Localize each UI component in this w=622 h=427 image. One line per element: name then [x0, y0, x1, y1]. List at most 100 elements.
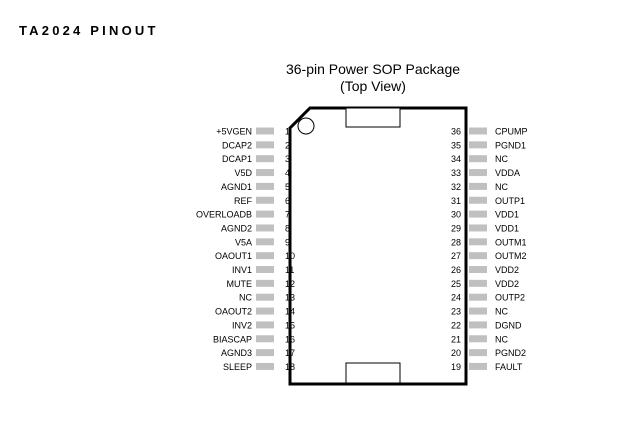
pin-lead	[469, 293, 487, 301]
pin-name: INV2	[232, 320, 252, 330]
pin-name: AGND3	[221, 348, 252, 358]
pin-number: 9	[285, 237, 290, 247]
pin-lead	[256, 127, 274, 135]
pin-name: NC	[495, 154, 508, 164]
pin-name: VDDA	[495, 168, 520, 178]
pin-number: 22	[451, 320, 461, 330]
pin-number: 10	[285, 251, 295, 261]
pin-lead	[469, 266, 487, 273]
pin-lead	[256, 362, 274, 370]
pin-name: OUTP1	[495, 196, 525, 206]
page-title: TA2024 PINOUT	[19, 23, 159, 38]
pin-lead	[256, 279, 274, 287]
pin-number: 33	[451, 168, 461, 178]
pin-lead	[469, 155, 487, 163]
pin-number: 17	[285, 348, 295, 358]
pin-number: 15	[285, 320, 295, 330]
pin-lead	[256, 238, 274, 246]
pin-number: 26	[451, 265, 461, 275]
pin-number: 14	[285, 307, 295, 317]
pin-name: OAOUT2	[215, 307, 252, 317]
pin-number: 20	[451, 348, 461, 358]
pin-name: MUTE	[227, 279, 253, 289]
pin-name: PGND2	[495, 348, 526, 358]
package-title: 36-pin Power SOP Package	[285, 61, 461, 77]
pin-number: 4	[285, 168, 290, 178]
pin-lead	[469, 252, 487, 260]
pin-lead	[469, 169, 487, 177]
pin-name: NC	[495, 334, 508, 344]
pin-name: BIASCAP	[213, 334, 252, 344]
pin-name: REF	[234, 196, 253, 206]
pin-lead	[256, 293, 274, 301]
pin-number: 16	[285, 334, 295, 344]
pin-name: V5A	[235, 237, 252, 247]
pin-name: AGND2	[221, 223, 252, 233]
pin-name: PGND1	[495, 140, 526, 150]
pin-number: 8	[285, 223, 290, 233]
pin-number: 27	[451, 251, 461, 261]
pin-lead	[469, 279, 487, 287]
pin-name: CPUMP	[495, 127, 528, 137]
pin-name: SLEEP	[223, 362, 252, 372]
pin-lead	[469, 196, 487, 204]
package-body	[288, 106, 468, 386]
pin-lead	[256, 321, 274, 329]
pin-name: NC	[495, 182, 508, 192]
pin-name: DCAP1	[222, 154, 252, 164]
pin-lead	[256, 169, 274, 177]
pin-number: 21	[451, 334, 461, 344]
pin-name: AGND1	[221, 182, 252, 192]
pin-name: V5D	[234, 168, 252, 178]
pin-number: 31	[451, 196, 461, 206]
pin-number: 2	[285, 140, 290, 150]
pin1-marker	[297, 117, 315, 135]
pin-lead	[256, 210, 274, 218]
pin-lead	[469, 182, 487, 190]
pin-lead	[256, 349, 274, 357]
pin-name: OUTP2	[495, 293, 525, 303]
pin-number: 6	[285, 196, 290, 206]
pin-lead	[256, 335, 274, 343]
pin-lead	[256, 196, 274, 204]
pin-name: NC	[495, 307, 508, 317]
pin-number: 13	[285, 293, 295, 303]
pin-name: INV1	[232, 265, 252, 275]
pin-number: 29	[451, 223, 461, 233]
pin-number: 18	[285, 362, 295, 372]
pin-lead	[469, 362, 487, 370]
pin-number: 30	[451, 210, 461, 220]
pin-number: 34	[451, 154, 461, 164]
pin-lead	[469, 127, 487, 135]
pin-name: FAULT	[495, 362, 523, 372]
pin-number: 3	[285, 154, 290, 164]
pin-lead	[469, 224, 487, 232]
pin-lead	[256, 182, 274, 190]
pin-number: 28	[451, 237, 461, 247]
pin-name: OUTM1	[495, 237, 527, 247]
pin-name: VDD2	[495, 265, 519, 275]
pin-lead	[469, 210, 487, 218]
pin-number: 23	[451, 307, 461, 317]
pin-number: 1	[285, 127, 290, 137]
pin-lead	[469, 238, 487, 246]
pin-number: 25	[451, 279, 461, 289]
pin-lead	[256, 307, 274, 315]
pin-lead	[469, 141, 487, 149]
pin-lead	[256, 266, 274, 273]
pin-lead	[469, 349, 487, 357]
pin-number: 11	[285, 265, 294, 275]
pin-name: VDD1	[495, 210, 519, 220]
pin-name: VDD2	[495, 279, 519, 289]
pin-name: OAOUT1	[215, 251, 252, 261]
package-view: (Top View)	[340, 78, 406, 94]
pin-name: +5VGEN	[216, 127, 252, 137]
top-notch	[345, 107, 401, 128]
pin-name: OUTM2	[495, 251, 527, 261]
pin-name: DCAP2	[222, 140, 252, 150]
pin-lead	[256, 155, 274, 163]
pin-name: VDD1	[495, 223, 519, 233]
pin-lead	[256, 252, 274, 260]
bottom-notch	[345, 362, 401, 384]
